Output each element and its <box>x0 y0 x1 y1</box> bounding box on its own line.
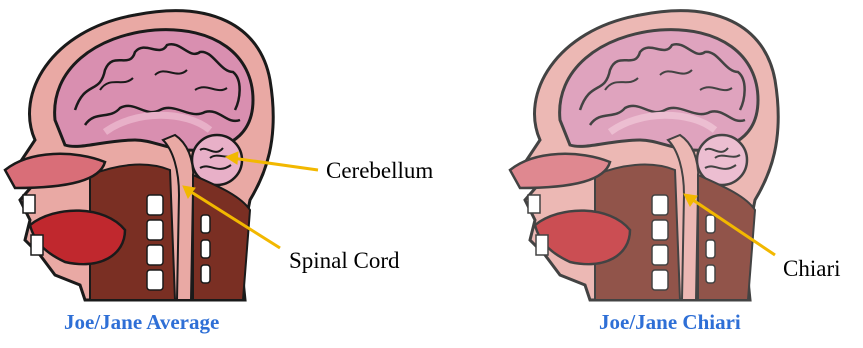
label-chiari: Chiari <box>783 256 841 282</box>
caption-average: Joe/Jane Average <box>64 310 219 335</box>
label-spinal-cord: Spinal Cord <box>289 248 400 274</box>
label-cerebellum: Cerebellum <box>326 158 433 184</box>
caption-chiari: Joe/Jane Chiari <box>599 310 741 335</box>
head-chiari <box>510 11 778 300</box>
